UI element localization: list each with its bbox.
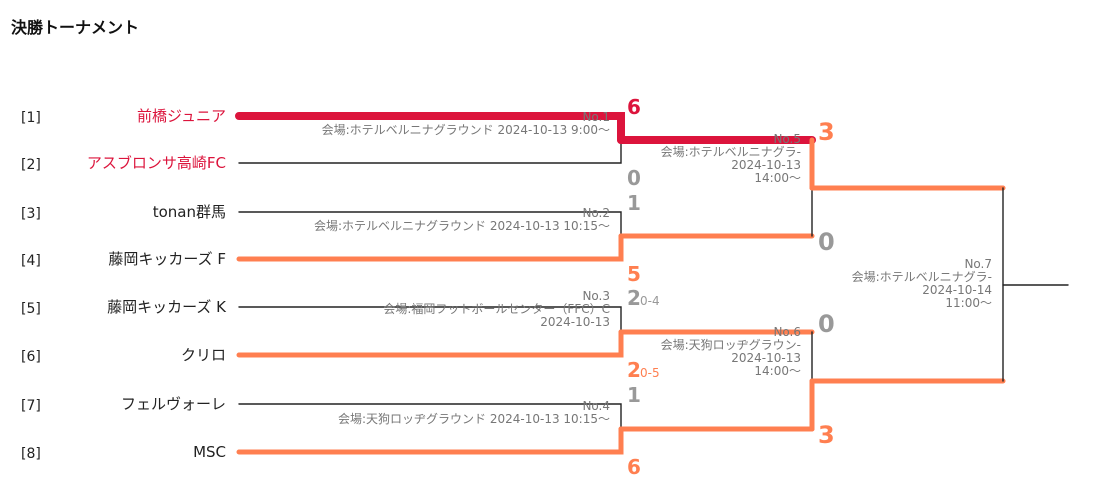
match-score: 1 xyxy=(627,191,641,215)
match-number: No.3 xyxy=(582,289,610,303)
match-score: 6 xyxy=(627,95,641,119)
seed-label: [7] xyxy=(21,398,41,414)
match-info: 会場:福岡フットボールセンター（FFC）C xyxy=(383,301,610,316)
match-info: 11:00〜 xyxy=(945,296,992,310)
seed-label: [8] xyxy=(21,446,41,462)
match-score: 2 xyxy=(627,358,641,382)
team-name: tonan群馬 xyxy=(153,203,226,221)
match-info: 会場:ホテルベルニナグラ- xyxy=(852,270,992,284)
bracket-line xyxy=(238,139,622,164)
match-score: 5 xyxy=(627,262,641,286)
page-title: 決勝トーナメント xyxy=(11,18,140,37)
seed-label: [3] xyxy=(21,206,41,222)
match-score: 1 xyxy=(627,383,641,407)
match-number: No.1 xyxy=(582,110,610,124)
match-score: 3 xyxy=(818,421,835,449)
team-name: 前橋ジュニア xyxy=(137,107,226,125)
match-info: 2024-10-14 xyxy=(922,283,992,297)
match-info: 2024-10-13 xyxy=(540,315,610,329)
match-number: No.2 xyxy=(582,206,610,220)
match-score: 0 xyxy=(627,166,641,190)
bracket-line-winner xyxy=(235,112,625,144)
seed-label: [6] xyxy=(21,349,41,365)
seed-label: [4] xyxy=(21,253,41,269)
match-info: 会場:ホテルベルニナグラ- xyxy=(661,145,801,159)
match-score: 3 xyxy=(818,118,835,146)
match-number: No.6 xyxy=(773,325,801,339)
match-number: No.4 xyxy=(582,399,610,413)
team-name: アスブロンサ高崎FC xyxy=(87,154,226,172)
seed-label: [5] xyxy=(21,301,41,317)
pk-score: 0-4 xyxy=(640,294,660,308)
match-info: 会場:天狗ロッヂグラウンド 2024-10-13 10:15〜 xyxy=(338,412,610,426)
match-info: 会場:ホテルベルニナグラウンド 2024-10-13 10:15〜 xyxy=(314,219,610,233)
team-name: MSC xyxy=(193,443,226,461)
bracket-line-winner xyxy=(236,329,624,358)
match-info: 2024-10-13 xyxy=(731,351,801,365)
match-number: No.7 xyxy=(964,257,992,271)
match-info: 14:00〜 xyxy=(754,171,801,185)
bracket-line xyxy=(238,403,622,430)
match-info: 会場:天狗ロッヂグラウン- xyxy=(661,338,801,352)
match-score: 2 xyxy=(627,286,641,310)
team-name: 藤岡キッカーズ K xyxy=(107,298,227,316)
match-score: 0 xyxy=(818,228,835,256)
seed-label: [2] xyxy=(21,157,41,173)
bracket-line xyxy=(238,306,622,333)
match-info: 会場:ホテルベルニナグラウンド 2024-10-13 9:00〜 xyxy=(322,123,610,137)
team-name: フェルヴォーレ xyxy=(121,395,226,413)
match-info: 14:00〜 xyxy=(754,364,801,378)
bracket-line-winner xyxy=(236,233,624,262)
bracket-line-winner xyxy=(236,426,624,455)
team-name: 藤岡キッカーズ F xyxy=(108,250,226,268)
match-score: 6 xyxy=(627,455,641,479)
pk-score: 0-5 xyxy=(640,366,660,380)
team-name: クリロ xyxy=(181,346,226,364)
match-score: 0 xyxy=(818,310,835,338)
seed-label: [1] xyxy=(21,110,41,126)
match-number: No.5 xyxy=(773,132,801,146)
match-info: 2024-10-13 xyxy=(731,158,801,172)
bracket-line xyxy=(238,211,622,237)
